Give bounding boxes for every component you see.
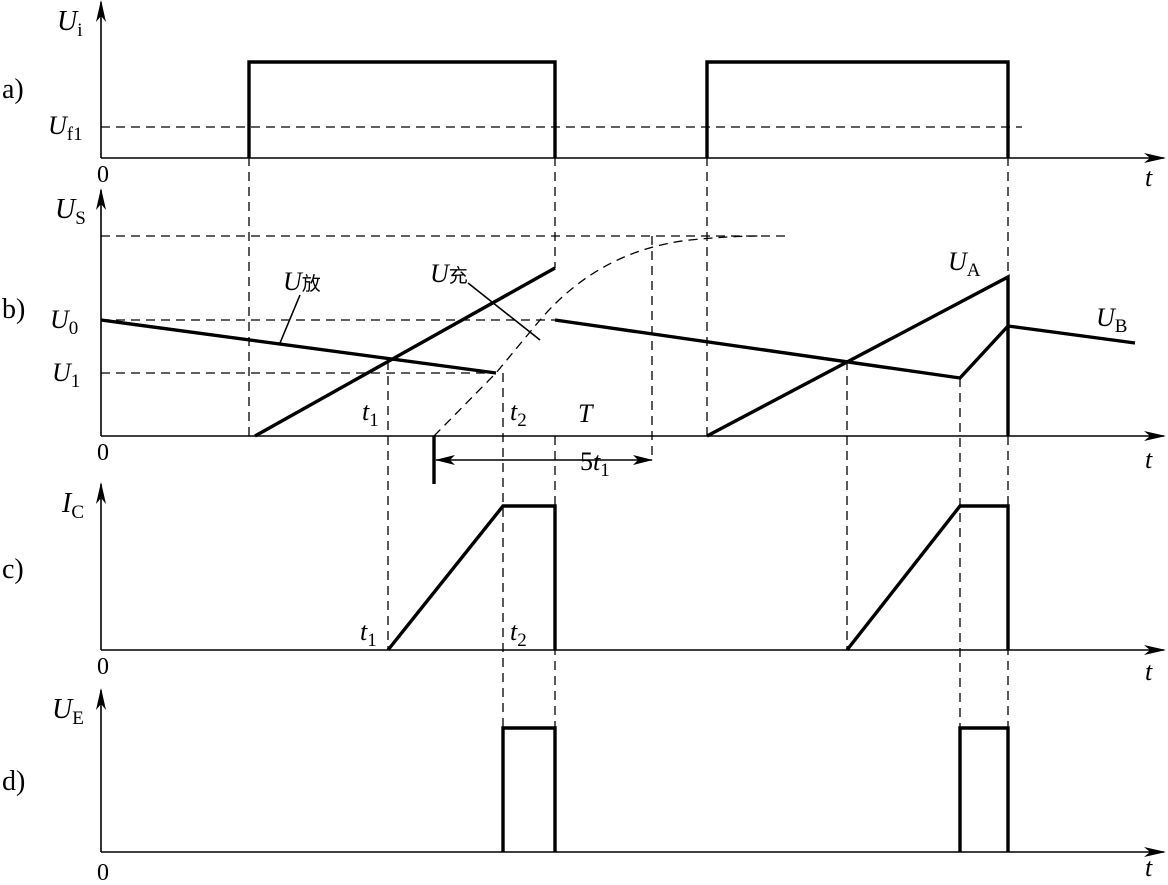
- a-origin: 0: [97, 162, 109, 188]
- u-charge-leader: [467, 282, 541, 341]
- panel-a-label: a): [2, 74, 24, 105]
- c-time-label: t: [1145, 657, 1153, 686]
- input-pulse-2: [705, 60, 1010, 158]
- a-y-label: Ui: [57, 6, 83, 41]
- exponential-charge-curve: [433, 235, 761, 437]
- five-t1-label: 5t1: [580, 447, 610, 481]
- d-origin: 0: [97, 860, 109, 885]
- panel-a: a) Ui 0 t Uf1: [2, 0, 1166, 192]
- d-y-label: UE: [52, 694, 84, 729]
- ub-label: UB: [1096, 303, 1127, 337]
- c-t2-label: t2: [510, 617, 527, 651]
- collector-current-1: [386, 504, 557, 652]
- collector-current-2: [845, 504, 1010, 652]
- u-charge-label: U充: [430, 259, 468, 288]
- b-t1-label: t1: [362, 397, 379, 431]
- charge-ramp-2: [706, 274, 1010, 438]
- panel-b-label: b): [2, 294, 25, 325]
- period-T-label: T: [578, 399, 594, 428]
- b-y-label: US: [55, 194, 86, 229]
- u0-label: U0: [50, 305, 78, 339]
- c-y-label: IC: [61, 488, 84, 523]
- u1-label: U1: [52, 358, 80, 392]
- input-pulse-1: [247, 60, 557, 158]
- uf1-label: Uf1: [48, 111, 83, 145]
- b-origin: 0: [97, 440, 109, 466]
- a-time-label: t: [1145, 163, 1153, 192]
- panel-d: d) UE 0 t: [2, 688, 1166, 885]
- panel-b: b) US 0 t U0 U1 U放 U充 UA UB t1 t2 T: [2, 188, 1166, 484]
- output-pulse-2: [958, 726, 1010, 852]
- c-t1-label: t1: [360, 617, 377, 651]
- b-time-label: t: [1145, 445, 1153, 474]
- charge-ramp-1: [254, 266, 556, 438]
- u-discharge-label: U放: [283, 267, 321, 296]
- d-time-label: t: [1145, 853, 1153, 882]
- panel-d-label: d): [2, 766, 25, 797]
- discharge-line-1: [100, 318, 497, 375]
- b-t2-label: t2: [510, 397, 527, 431]
- guide-lines: [248, 157, 1009, 852]
- c-origin: 0: [97, 654, 109, 680]
- u-discharge-leader: [279, 294, 301, 344]
- panel-c-label: c): [2, 554, 24, 585]
- ua-label: UA: [948, 247, 981, 281]
- discharge-line-2: [554, 318, 1136, 380]
- panel-c: c) IC 0 t t1 t2: [2, 482, 1166, 686]
- output-pulse-1: [501, 726, 557, 852]
